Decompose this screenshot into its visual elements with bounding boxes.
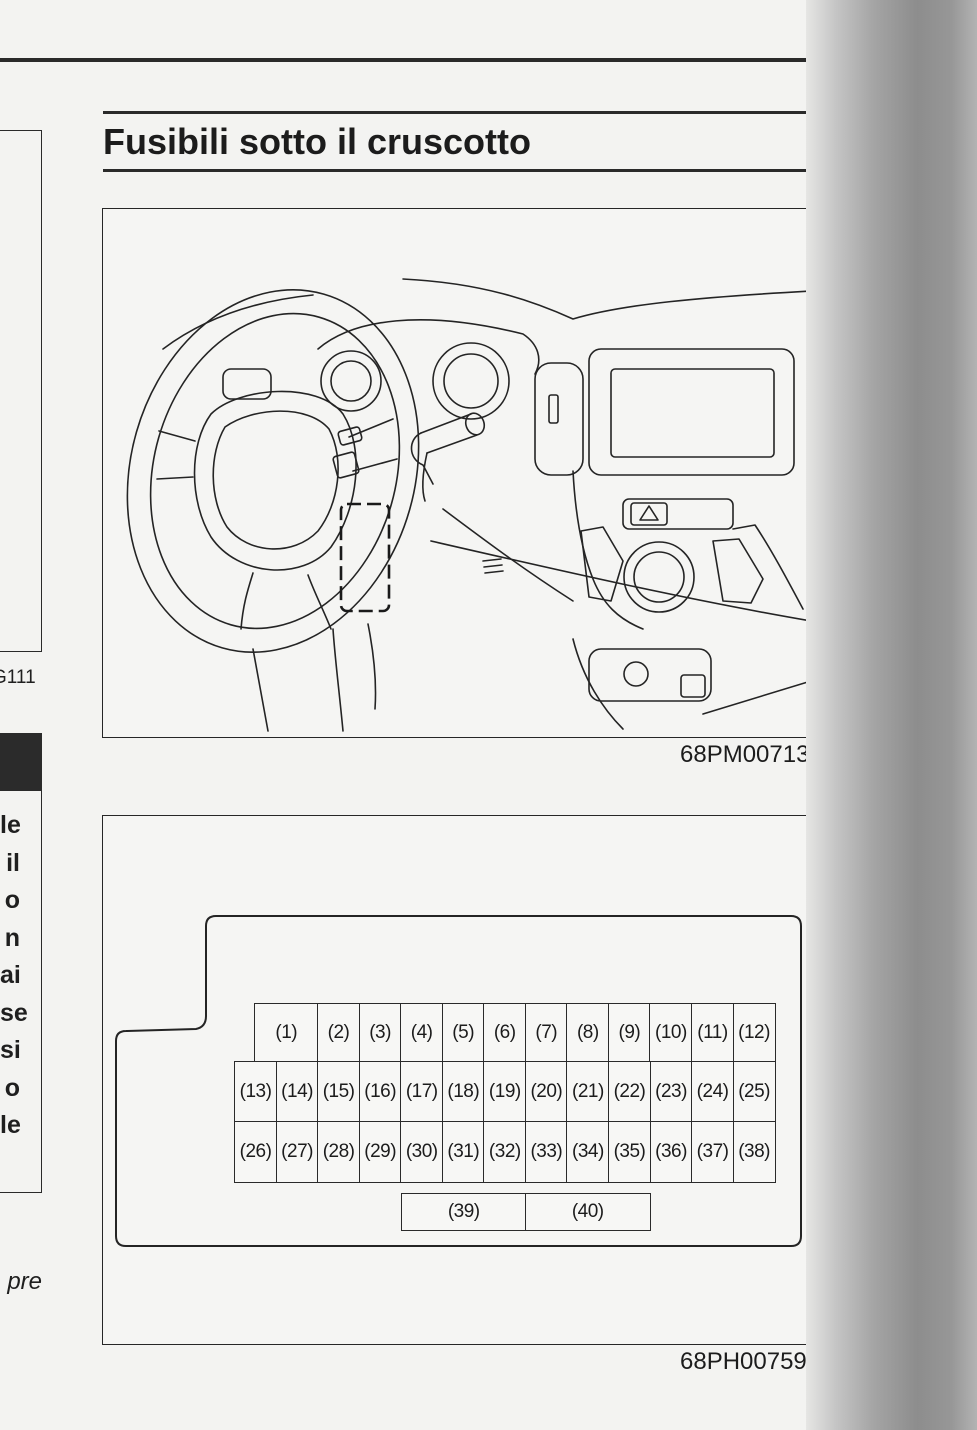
left-warning-header-band xyxy=(0,733,42,790)
left-text-line: le xyxy=(0,1111,21,1139)
fuse-box-figure: (1)(2)(3)(4)(5)(6)(7)(8)(9)(10)(11)(12)(… xyxy=(102,815,810,1345)
fuse-slot: (21) xyxy=(566,1061,610,1123)
fuse-slot: (12) xyxy=(732,1003,776,1063)
fuse-slot: (26) xyxy=(234,1121,278,1183)
fuse-box-housing xyxy=(115,915,802,1247)
instrument-cluster xyxy=(320,342,510,420)
fuse-slot: (10) xyxy=(649,1003,693,1063)
fuse-slot: (19) xyxy=(483,1061,527,1123)
fuse-slot: (39) xyxy=(401,1193,527,1231)
manual-page: G111 le il o n ai se si o le pre Fusibil… xyxy=(0,58,810,1375)
fuse-slot: (24) xyxy=(691,1061,735,1123)
left-text-line: se xyxy=(0,998,28,1027)
dashboard-figure xyxy=(102,208,810,738)
fuse-slot: (22) xyxy=(607,1061,651,1123)
fuse-slot: (33) xyxy=(524,1121,568,1183)
fuse-slot: (13) xyxy=(234,1061,278,1123)
fuse-slot: (18) xyxy=(441,1061,485,1123)
fuse-slot: (16) xyxy=(358,1061,402,1123)
fuse-slot: (5) xyxy=(441,1003,485,1063)
fuse-slot: (9) xyxy=(607,1003,651,1063)
heading-top-rule xyxy=(103,111,810,114)
fuse-slot: (38) xyxy=(732,1121,776,1183)
left-text-line: o xyxy=(4,1073,20,1102)
fuse-slot: (30) xyxy=(400,1121,444,1183)
section-heading: Fusibili sotto il cruscotto xyxy=(103,121,532,162)
fuse-slot: (32) xyxy=(483,1121,527,1183)
hazard-button xyxy=(622,498,734,530)
page-gutter-shadow xyxy=(806,0,977,1430)
fuse-slot: (25) xyxy=(732,1061,776,1123)
fuse-slot: (34) xyxy=(566,1121,610,1183)
fuse-grid: (1)(2)(3)(4)(5)(6)(7)(8)(9)(10)(11)(12)(… xyxy=(103,816,810,1344)
fuse-slot: (7) xyxy=(524,1003,568,1063)
fuse-slot: (40) xyxy=(525,1193,651,1231)
left-column-box-top xyxy=(0,130,42,652)
heading-bottom-rule xyxy=(103,169,810,172)
left-text-line: il xyxy=(6,848,20,877)
speaker-grille xyxy=(482,558,504,574)
fuse-slot: (11) xyxy=(690,1003,734,1063)
center-console xyxy=(572,470,804,730)
fuse-slot: (29) xyxy=(358,1121,402,1183)
left-column-text: le il o n ai se si o le xyxy=(0,807,28,1145)
fuse-slot: (31) xyxy=(441,1121,485,1183)
figure1-caption: 68PM00713 xyxy=(680,741,810,768)
dashboard-illustration xyxy=(126,278,810,732)
fuse-slot: (35) xyxy=(607,1121,651,1183)
figure2-caption: 68PH00759 xyxy=(680,1348,807,1375)
fuse-slot: (17) xyxy=(400,1061,444,1123)
wiper-stalk xyxy=(410,412,486,502)
left-text-line: si xyxy=(0,1036,21,1064)
left-text-line: ai xyxy=(0,961,21,989)
fuse-slot: (8) xyxy=(566,1003,610,1063)
left-figure-code: G111 xyxy=(0,667,36,688)
fuse-slot: (6) xyxy=(483,1003,527,1063)
fuse-slot: (36) xyxy=(649,1121,693,1183)
left-italic-fragment: pre xyxy=(7,1268,42,1295)
steering-wheel xyxy=(126,289,420,653)
fuse-slot: (20) xyxy=(524,1061,568,1123)
left-text-line: n xyxy=(4,923,20,952)
left-text-line: le xyxy=(0,811,21,839)
fuse-slot: (27) xyxy=(275,1121,319,1183)
fuse-box-outline xyxy=(115,915,802,1247)
fuse-slot: (28) xyxy=(317,1121,361,1183)
fuse-slot: (14) xyxy=(275,1061,319,1123)
left-column-box-bottom xyxy=(0,790,42,1193)
page-top-rule xyxy=(0,58,810,62)
fuse-slot: (3) xyxy=(358,1003,402,1063)
left-text-line: o xyxy=(4,886,20,914)
fuse-slot: (15) xyxy=(317,1061,361,1123)
fuse-location-marker xyxy=(339,502,391,613)
fuse-slot: (2) xyxy=(317,1003,361,1063)
center-air-vent xyxy=(534,362,584,476)
fuse-slot: (1) xyxy=(254,1003,319,1063)
fuse-slot: (37) xyxy=(691,1121,735,1183)
fuse-slot: (4) xyxy=(400,1003,444,1063)
infotainment-screen xyxy=(588,348,795,476)
fuse-slot: (23) xyxy=(649,1061,693,1123)
